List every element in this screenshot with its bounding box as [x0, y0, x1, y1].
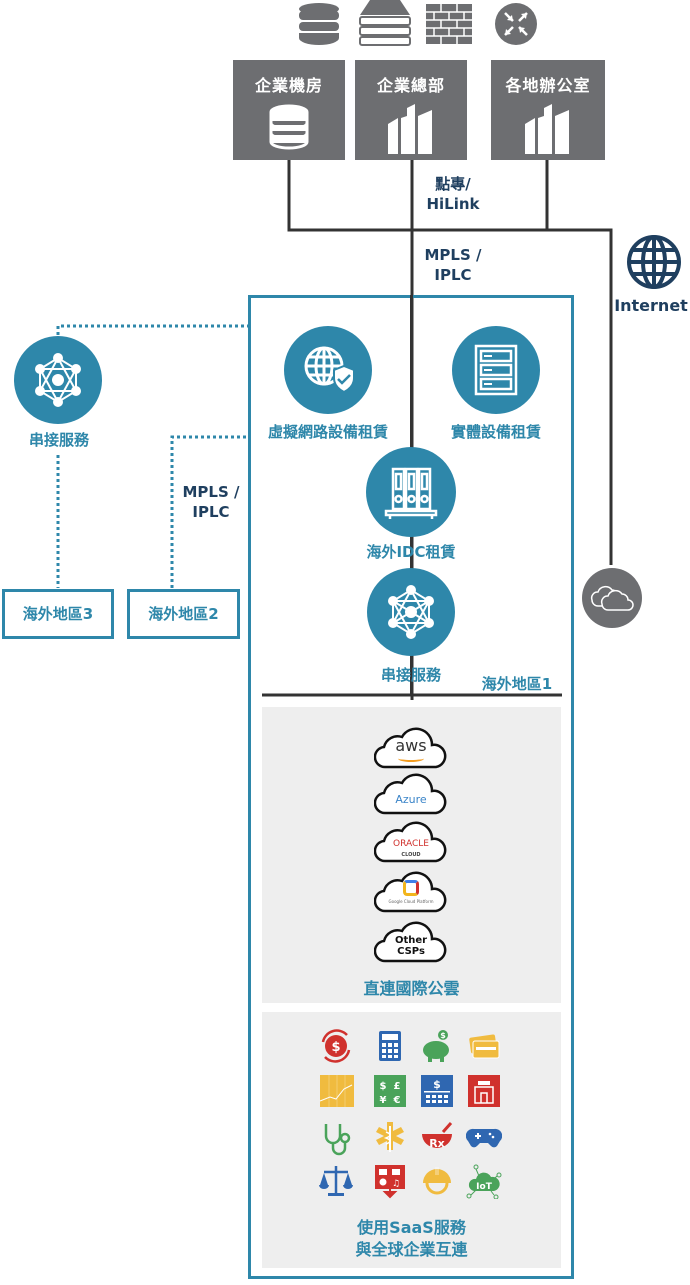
- side-interconnect-node: [14, 336, 102, 424]
- saas-title-line2: 與全球企業互連: [355, 1240, 468, 1259]
- internet-label: Internet: [614, 296, 688, 315]
- region2-label: 海外地區2: [148, 605, 219, 623]
- svg-text:$: $: [331, 1040, 340, 1055]
- idc-node: [366, 447, 456, 537]
- source-datacenter: 企業機房: [233, 60, 345, 160]
- cloud-provider-0: aws: [374, 725, 448, 771]
- bank-icon: $: [419, 1073, 455, 1109]
- hard-hat-icon: [419, 1163, 455, 1199]
- svg-text:♫: ♫: [392, 1179, 400, 1189]
- region3-label: 海外地區3: [22, 605, 94, 623]
- region3-box: 海外地區3: [2, 589, 114, 639]
- source-label: 各地辦公室: [505, 76, 591, 95]
- gcp-hexagon: [403, 880, 419, 896]
- cloud-outline-icon: [374, 871, 447, 913]
- source-branch-offices: 各地辦公室: [491, 60, 605, 160]
- gamepad-icon: [466, 1120, 502, 1156]
- network-mesh-icon: [35, 353, 81, 407]
- aws-smile: [398, 755, 424, 762]
- iot-icon: IoT: [466, 1163, 502, 1199]
- svg-text:$: $: [380, 1081, 387, 1092]
- building-icon: [523, 104, 573, 154]
- internet-globe-icon: [626, 234, 682, 290]
- building-icon: [386, 104, 436, 154]
- cloud-provider-name: Google Cloud Platform: [388, 899, 434, 904]
- medical-icon: [372, 1120, 408, 1156]
- cloud-provider-1: Azure: [374, 771, 448, 817]
- interconnect-label: 串接服務: [380, 666, 441, 684]
- svg-text:¥: ¥: [380, 1095, 387, 1106]
- stethoscope-icon: [318, 1120, 354, 1156]
- side-interconnect-label: 串接服務: [28, 431, 89, 449]
- svg-text:$: $: [433, 1078, 441, 1091]
- cloud-icon: [590, 586, 634, 611]
- interconnect-node: [367, 568, 455, 656]
- globe-shield-icon: [304, 346, 355, 394]
- hilink-label: 點專/ HiLink: [426, 175, 480, 213]
- scales-icon: [318, 1163, 354, 1199]
- cloud-provider-4: Other CSPs: [374, 919, 448, 965]
- svg-text:Rx: Rx: [429, 1137, 445, 1150]
- virtual-network-label: 虛擬網路設備租賃: [267, 423, 388, 441]
- region1-label: 海外地區1: [481, 675, 553, 693]
- region2-box: 海外地區2: [127, 589, 240, 639]
- source-label: 企業機房: [254, 76, 323, 95]
- public-cloud-title: 直連國際公雲: [363, 979, 460, 998]
- virtual-network-node: [284, 326, 372, 414]
- internet-cloud-node: [582, 568, 642, 628]
- server-stack-icon: [358, 0, 412, 48]
- oracle-sub: CLOUD: [401, 852, 421, 858]
- svg-text:£: £: [394, 1081, 401, 1092]
- cloud-provider-name: Other CSPs: [394, 935, 428, 957]
- cloud-provider-name: aws: [395, 736, 427, 755]
- network-mesh-icon: [388, 585, 434, 639]
- dollar-cycle-icon: $: [318, 1028, 354, 1064]
- cloud-provider-3: Google Cloud Platform: [374, 869, 448, 915]
- currency-icon: $ £ ¥ €: [372, 1073, 408, 1109]
- physical-equipment-node: [452, 326, 540, 414]
- media-download-icon: ♫: [372, 1163, 408, 1199]
- pharmacy-icon: Rx: [419, 1120, 455, 1156]
- firewall-icon: [426, 4, 472, 44]
- cloud-outline-icon: [374, 773, 447, 815]
- physical-equipment-label: 實體設備租賃: [450, 423, 541, 441]
- cloud-provider-name: ORACLE: [393, 839, 429, 849]
- idc-rack-icon: [384, 467, 438, 519]
- router-icon: [495, 3, 537, 45]
- database-icon: [298, 2, 340, 46]
- credit-card-icon: [466, 1028, 502, 1064]
- calculator-icon: [372, 1028, 408, 1064]
- source-label: 企業總部: [376, 76, 445, 95]
- svg-text:$: $: [440, 1031, 446, 1040]
- source-headquarters: 企業總部: [355, 60, 467, 160]
- store-icon: [466, 1073, 502, 1109]
- server-rack-icon: [474, 344, 518, 396]
- cloud-outline-icon: [374, 821, 447, 863]
- mpls-main-label: MPLS / IPLC: [424, 246, 482, 284]
- database-icon: [268, 104, 310, 150]
- cloud-provider-name: Azure: [395, 793, 427, 806]
- cloud-outline-icon: [374, 727, 447, 769]
- saas-title-line1: 使用SaaS服務: [357, 1218, 466, 1237]
- cloud-provider-2: ORACLE CLOUD: [374, 819, 448, 865]
- stock-chart-icon: [318, 1073, 354, 1109]
- cloud-outline-icon: [374, 921, 447, 963]
- idc-label: 海外IDC租賃: [366, 543, 456, 561]
- saas-panel: [262, 1012, 561, 1268]
- mpls-side-label: MPLS / IPLC: [182, 483, 240, 521]
- svg-text:IoT: IoT: [476, 1182, 493, 1192]
- piggy-bank-icon: $: [419, 1028, 455, 1064]
- svg-text:€: €: [393, 1095, 401, 1106]
